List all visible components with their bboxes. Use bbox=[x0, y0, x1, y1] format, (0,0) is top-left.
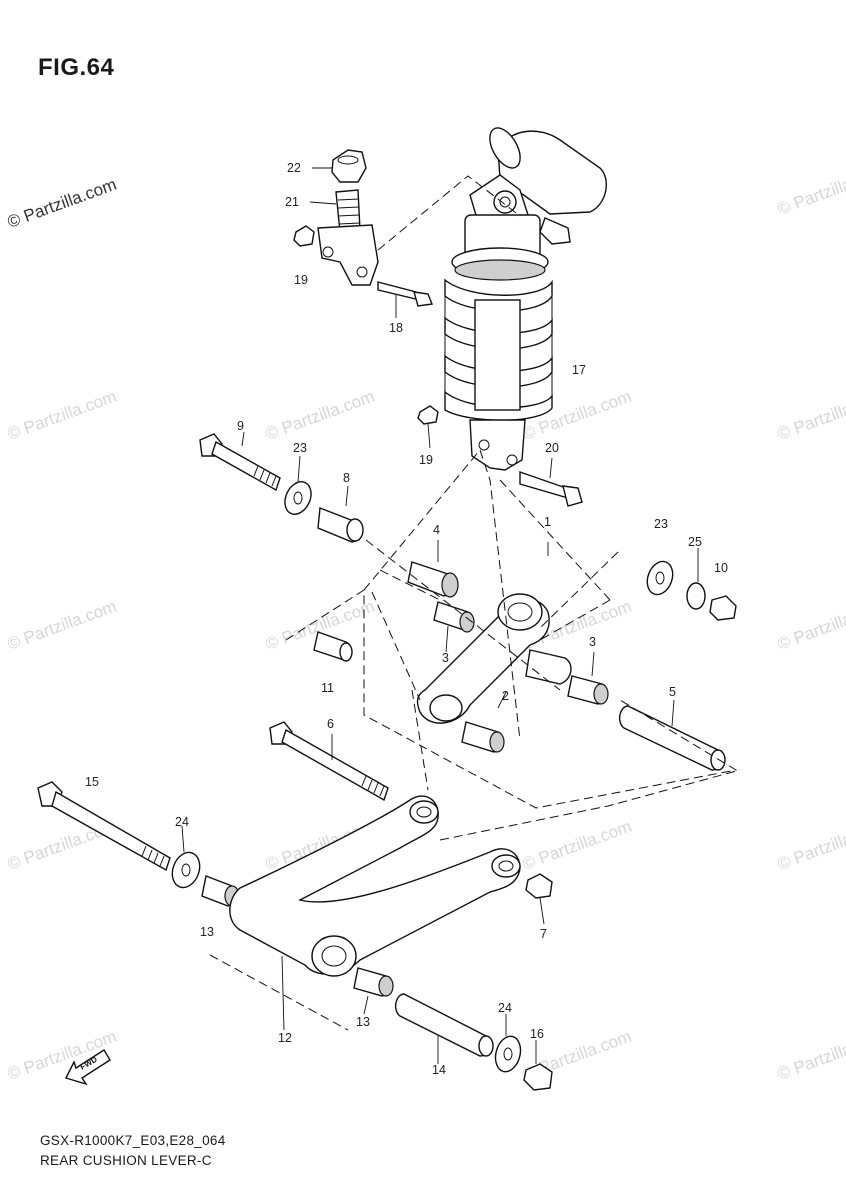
nut-19-lower bbox=[417, 405, 439, 425]
callout-11: 11 bbox=[321, 681, 334, 695]
bolt-15 bbox=[37, 781, 171, 872]
callout-10: 10 bbox=[714, 561, 728, 575]
callout-20: 20 bbox=[545, 441, 559, 455]
callout-24: 24 bbox=[498, 1001, 512, 1015]
callout-15: 15 bbox=[85, 775, 99, 789]
callout-13: 13 bbox=[200, 925, 214, 939]
nut-7 bbox=[525, 873, 553, 899]
cushion-rod bbox=[416, 593, 550, 724]
rear-shock-absorber bbox=[444, 127, 608, 471]
washer-24-lower bbox=[494, 1035, 522, 1073]
bolt-18 bbox=[377, 281, 422, 302]
callout-3: 3 bbox=[442, 651, 449, 665]
washer-24-left bbox=[171, 851, 201, 889]
watermark-text: © Partzilla.com bbox=[775, 817, 846, 874]
callout-18: 18 bbox=[389, 321, 403, 335]
callout-22: 22 bbox=[287, 161, 301, 175]
callout-2: 2 bbox=[502, 689, 509, 703]
callout-3: 3 bbox=[589, 635, 596, 649]
callout-5: 5 bbox=[669, 685, 676, 699]
bolt-20 bbox=[519, 471, 569, 499]
callout-17: 17 bbox=[572, 363, 586, 377]
shaft-14 bbox=[394, 993, 491, 1057]
flange-nut-22 bbox=[331, 149, 367, 183]
washer-23-right bbox=[646, 560, 674, 596]
callout-1: 1 bbox=[544, 515, 551, 529]
callout-24: 24 bbox=[175, 815, 189, 829]
diagram-caption: REAR CUSHION LEVER-C bbox=[40, 1153, 212, 1168]
callout-leader-lines bbox=[181, 167, 699, 1064]
forward-direction-arrow: FWD bbox=[65, 1049, 111, 1086]
shaft-5 bbox=[618, 705, 723, 771]
figure-title: FIG.64 bbox=[38, 54, 115, 81]
callout-14: 14 bbox=[432, 1063, 446, 1077]
shock-bracket bbox=[317, 224, 379, 286]
callout-19: 19 bbox=[294, 273, 308, 287]
callout-labels: 22 21 19 18 17 9 23 19 20 8 1 23 25 10 4… bbox=[85, 161, 728, 1077]
watermark-text: © Partzilla.com bbox=[520, 817, 634, 874]
callout-4: 4 bbox=[433, 523, 440, 537]
watermark-text: © Partzilla.com bbox=[263, 387, 377, 444]
watermark-text: © Partzilla.com bbox=[775, 162, 846, 219]
nut-16 bbox=[523, 1063, 553, 1091]
watermark-text: © Partzilla.com bbox=[775, 387, 846, 444]
nut-10 bbox=[709, 595, 737, 621]
callout-21: 21 bbox=[285, 195, 299, 209]
watermark-text: © Partzilla.com bbox=[5, 387, 119, 444]
callout-25: 25 bbox=[688, 535, 702, 549]
watermark-text: © Partzilla.com bbox=[775, 1027, 846, 1084]
callout-19: 19 bbox=[419, 453, 433, 467]
callout-23: 23 bbox=[654, 517, 668, 531]
nut-19-upper bbox=[293, 225, 315, 247]
callout-9: 9 bbox=[237, 419, 244, 433]
diagram-code: GSX-R1000K7_E03,E28_064 bbox=[40, 1133, 226, 1148]
washer-25 bbox=[686, 582, 706, 610]
callout-12: 12 bbox=[278, 1031, 292, 1045]
watermark-text: © Partzilla.com bbox=[5, 597, 119, 654]
assembly-guide-lines bbox=[209, 175, 741, 1031]
cushion-lever-12 bbox=[229, 795, 521, 977]
callout-7: 7 bbox=[540, 927, 547, 941]
sleeve-right bbox=[525, 649, 572, 685]
bolt-9-assembly bbox=[199, 433, 312, 515]
callout-13: 13 bbox=[356, 1015, 370, 1029]
callout-16: 16 bbox=[530, 1027, 544, 1041]
upper-mount-hardware bbox=[293, 149, 433, 307]
callout-8: 8 bbox=[343, 471, 350, 485]
bolt-6 bbox=[269, 721, 389, 802]
watermark-text: © Partzilla.com bbox=[775, 597, 846, 654]
callout-23: 23 bbox=[293, 441, 307, 455]
partzilla-watermark: © Partzilla.com bbox=[5, 175, 119, 232]
callout-6: 6 bbox=[327, 717, 334, 731]
